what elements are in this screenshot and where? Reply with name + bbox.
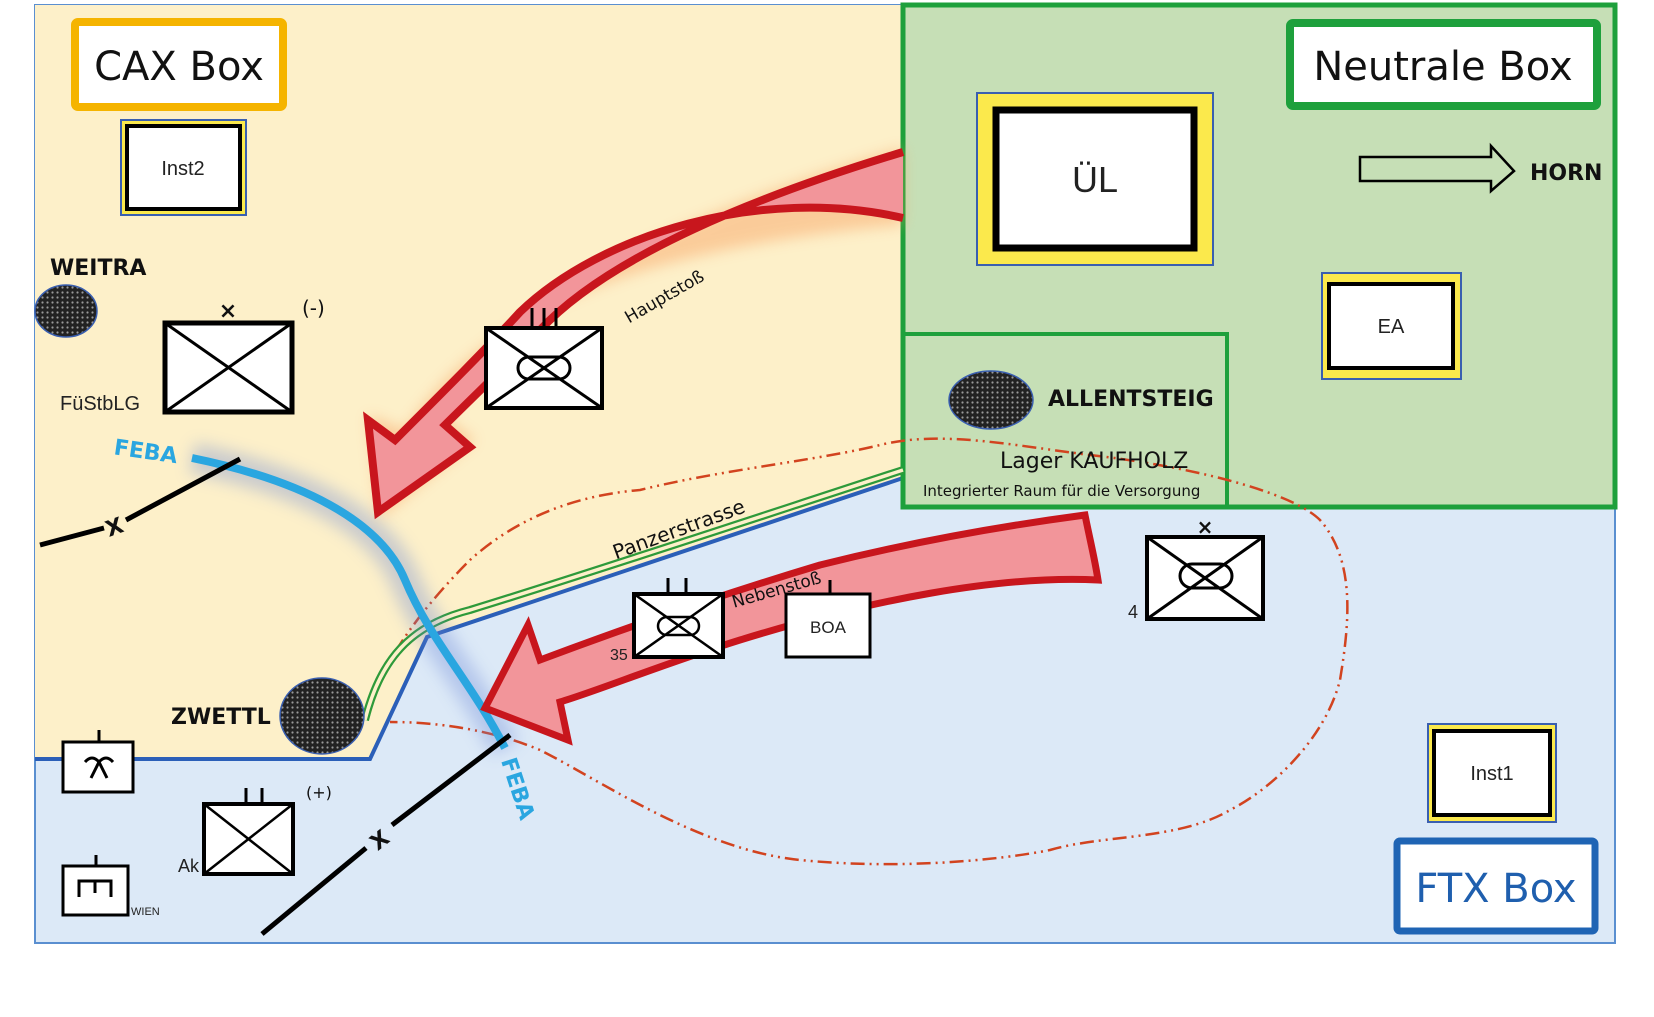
unit-4-label: 4 <box>1128 602 1138 622</box>
horn-direction-arrow <box>1358 142 1516 194</box>
unit-wien-label: WIEN <box>131 906 160 918</box>
city-zwettl-label: ZWETTL <box>171 705 271 730</box>
city-allentsteig-icon <box>948 370 1034 430</box>
city-weitra-icon <box>34 284 98 338</box>
fustblg-echelon: × <box>219 299 237 324</box>
unit-signal[interactable] <box>61 730 135 794</box>
city-allentsteig-label: ALLENTSTEIG <box>1048 387 1214 412</box>
secondary-attack-arrow <box>480 511 1103 746</box>
unit-4-echelon: × <box>1197 515 1214 539</box>
unit-boa[interactable]: BOA <box>784 580 872 659</box>
fustblg-modifier: (-) <box>302 296 325 320</box>
neutral-title: Neutrale Box <box>1313 44 1572 90</box>
ea-label: EA <box>1378 316 1405 338</box>
installation-inst2[interactable]: Inst2 <box>120 119 247 216</box>
inst2-label: Inst2 <box>161 158 204 180</box>
feba-line <box>189 443 519 755</box>
supply-area-box <box>901 332 1229 509</box>
unit-fustblg[interactable] <box>162 320 295 415</box>
city-weitra-label: WEITRA <box>50 256 146 281</box>
unit-ak-modifier: (+) <box>306 783 332 802</box>
unit-armored-regiment[interactable] <box>484 308 604 410</box>
cax-title: CAX Box <box>94 44 264 90</box>
ul-label: ÜL <box>1072 159 1118 200</box>
road-panzerstrasse <box>361 466 905 721</box>
supply-area-boundary <box>368 437 1349 866</box>
unit-ak-label: Ak <box>178 856 200 876</box>
unit-4[interactable] <box>1145 535 1265 621</box>
main-attack-arrow <box>363 148 905 520</box>
boa-label: BOA <box>810 618 847 637</box>
ftx-title-box: FTX Box <box>1393 837 1599 935</box>
installation-ul[interactable]: ÜL <box>976 92 1214 266</box>
cax-title-box: CAX Box <box>71 18 287 111</box>
unit-boundary-top <box>39 456 242 548</box>
installation-inst1[interactable]: Inst1 <box>1427 723 1557 823</box>
horn-label: HORN <box>1530 161 1602 186</box>
fustblg-label: FüStbLG <box>60 393 140 415</box>
unit-35[interactable] <box>632 578 725 659</box>
inst1-label: Inst1 <box>1470 763 1513 785</box>
lager-kaufholz-sublabel: Integrierter Raum für die Versorgung <box>923 482 1200 500</box>
installation-ea[interactable]: EA <box>1321 272 1462 380</box>
unit-boundary-bottom <box>260 733 512 936</box>
neutral-title-box: Neutrale Box <box>1286 19 1601 110</box>
city-zwettl-icon <box>279 677 365 755</box>
unit-35-label: 35 <box>610 647 628 664</box>
unit-ak[interactable] <box>202 788 295 876</box>
ftx-title: FTX Box <box>1415 866 1576 912</box>
unit-engineer-wien[interactable] <box>61 855 130 917</box>
lager-kaufholz-label: Lager KAUFHOLZ <box>1000 449 1188 474</box>
